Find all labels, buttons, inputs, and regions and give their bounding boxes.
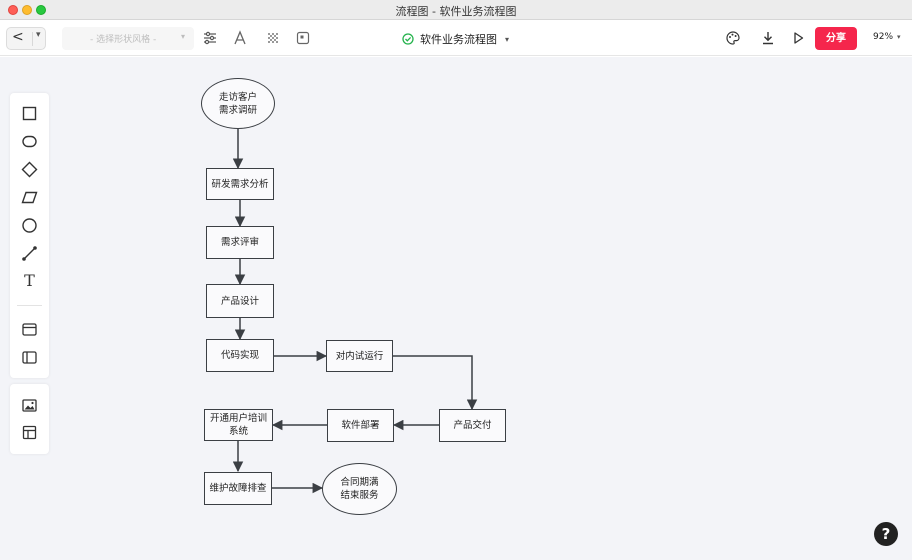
- toolbar: < ▾ - 选择形状风格 - ▾ 软件业务流程图: [0, 21, 912, 56]
- node-code-implementation[interactable]: 代码实现: [206, 339, 274, 372]
- chevron-down-icon: ▾: [505, 34, 510, 44]
- palette-icon[interactable]: [725, 30, 741, 46]
- minimize-window-button[interactable]: [22, 5, 32, 15]
- help-button[interactable]: ?: [874, 522, 898, 546]
- back-arrow-icon[interactable]: <: [12, 29, 24, 45]
- saved-check-icon: [402, 33, 414, 45]
- zoom-level-dropdown[interactable]: 92%▾: [873, 32, 901, 42]
- edge-internal-test-delivery: [393, 355, 478, 411]
- window-title: 流程图 - 软件业务流程图: [395, 5, 517, 18]
- frame-tool-icon[interactable]: [21, 321, 38, 338]
- shape-style-select[interactable]: - 选择形状风格 - ▾: [62, 27, 194, 50]
- parallelogram-tool-icon[interactable]: [21, 189, 38, 206]
- transform-icon[interactable]: [295, 30, 311, 46]
- chevron-down-icon: ▾: [897, 33, 901, 41]
- close-window-button[interactable]: [8, 5, 18, 15]
- node-visit-customer[interactable]: 走访客户 需求调研: [201, 78, 275, 129]
- zoom-window-button[interactable]: [36, 5, 46, 15]
- shape-palette: T: [10, 93, 49, 378]
- document-title: 软件业务流程图: [420, 33, 497, 46]
- share-button[interactable]: 分享: [815, 27, 857, 50]
- text-style-icon[interactable]: [232, 30, 248, 46]
- shape-style-placeholder: - 选择形状风格 -: [90, 35, 157, 45]
- rounded-rect-tool-icon[interactable]: [21, 133, 38, 150]
- back-button-group[interactable]: < ▾: [6, 27, 46, 50]
- template-tool-icon[interactable]: [21, 424, 38, 441]
- connector-tool-icon[interactable]: [21, 245, 38, 262]
- node-requirement-review[interactable]: 需求评审: [206, 226, 274, 259]
- play-icon[interactable]: [790, 30, 806, 46]
- fill-pattern-icon[interactable]: [265, 30, 281, 46]
- node-software-deployment[interactable]: 软件部署: [327, 409, 394, 442]
- diamond-tool-icon[interactable]: [21, 161, 38, 178]
- node-internal-trial[interactable]: 对内试运行: [326, 340, 393, 372]
- rectangle-tool-icon[interactable]: [21, 105, 38, 122]
- node-user-training[interactable]: 开通用户培训 系统: [204, 409, 273, 441]
- zoom-level: 92%: [873, 32, 894, 42]
- image-tool-icon[interactable]: [21, 397, 38, 414]
- divider: [32, 32, 33, 46]
- history-dropdown-icon[interactable]: ▾: [36, 30, 41, 40]
- node-requirement-analysis[interactable]: 研发需求分析: [206, 168, 274, 200]
- node-contract-end[interactable]: 合同期满 结束服务: [322, 463, 397, 515]
- diagram-canvas[interactable]: [0, 57, 912, 560]
- text-tool-icon[interactable]: T: [24, 271, 35, 290]
- download-icon[interactable]: [760, 30, 776, 46]
- media-palette: [10, 384, 49, 454]
- sliders-icon[interactable]: [202, 30, 218, 46]
- node-maintenance[interactable]: 维护故障排查: [204, 472, 272, 505]
- circle-tool-icon[interactable]: [21, 217, 38, 234]
- title-bar: 流程图 - 软件业务流程图: [0, 0, 912, 20]
- document-title-dropdown[interactable]: 软件业务流程图 ▾: [402, 31, 509, 47]
- palette-divider: [17, 305, 42, 306]
- node-product-design[interactable]: 产品设计: [206, 284, 274, 318]
- sidebar-layout-tool-icon[interactable]: [21, 349, 38, 366]
- node-product-delivery[interactable]: 产品交付: [439, 409, 506, 442]
- chevron-down-icon: ▾: [180, 32, 185, 41]
